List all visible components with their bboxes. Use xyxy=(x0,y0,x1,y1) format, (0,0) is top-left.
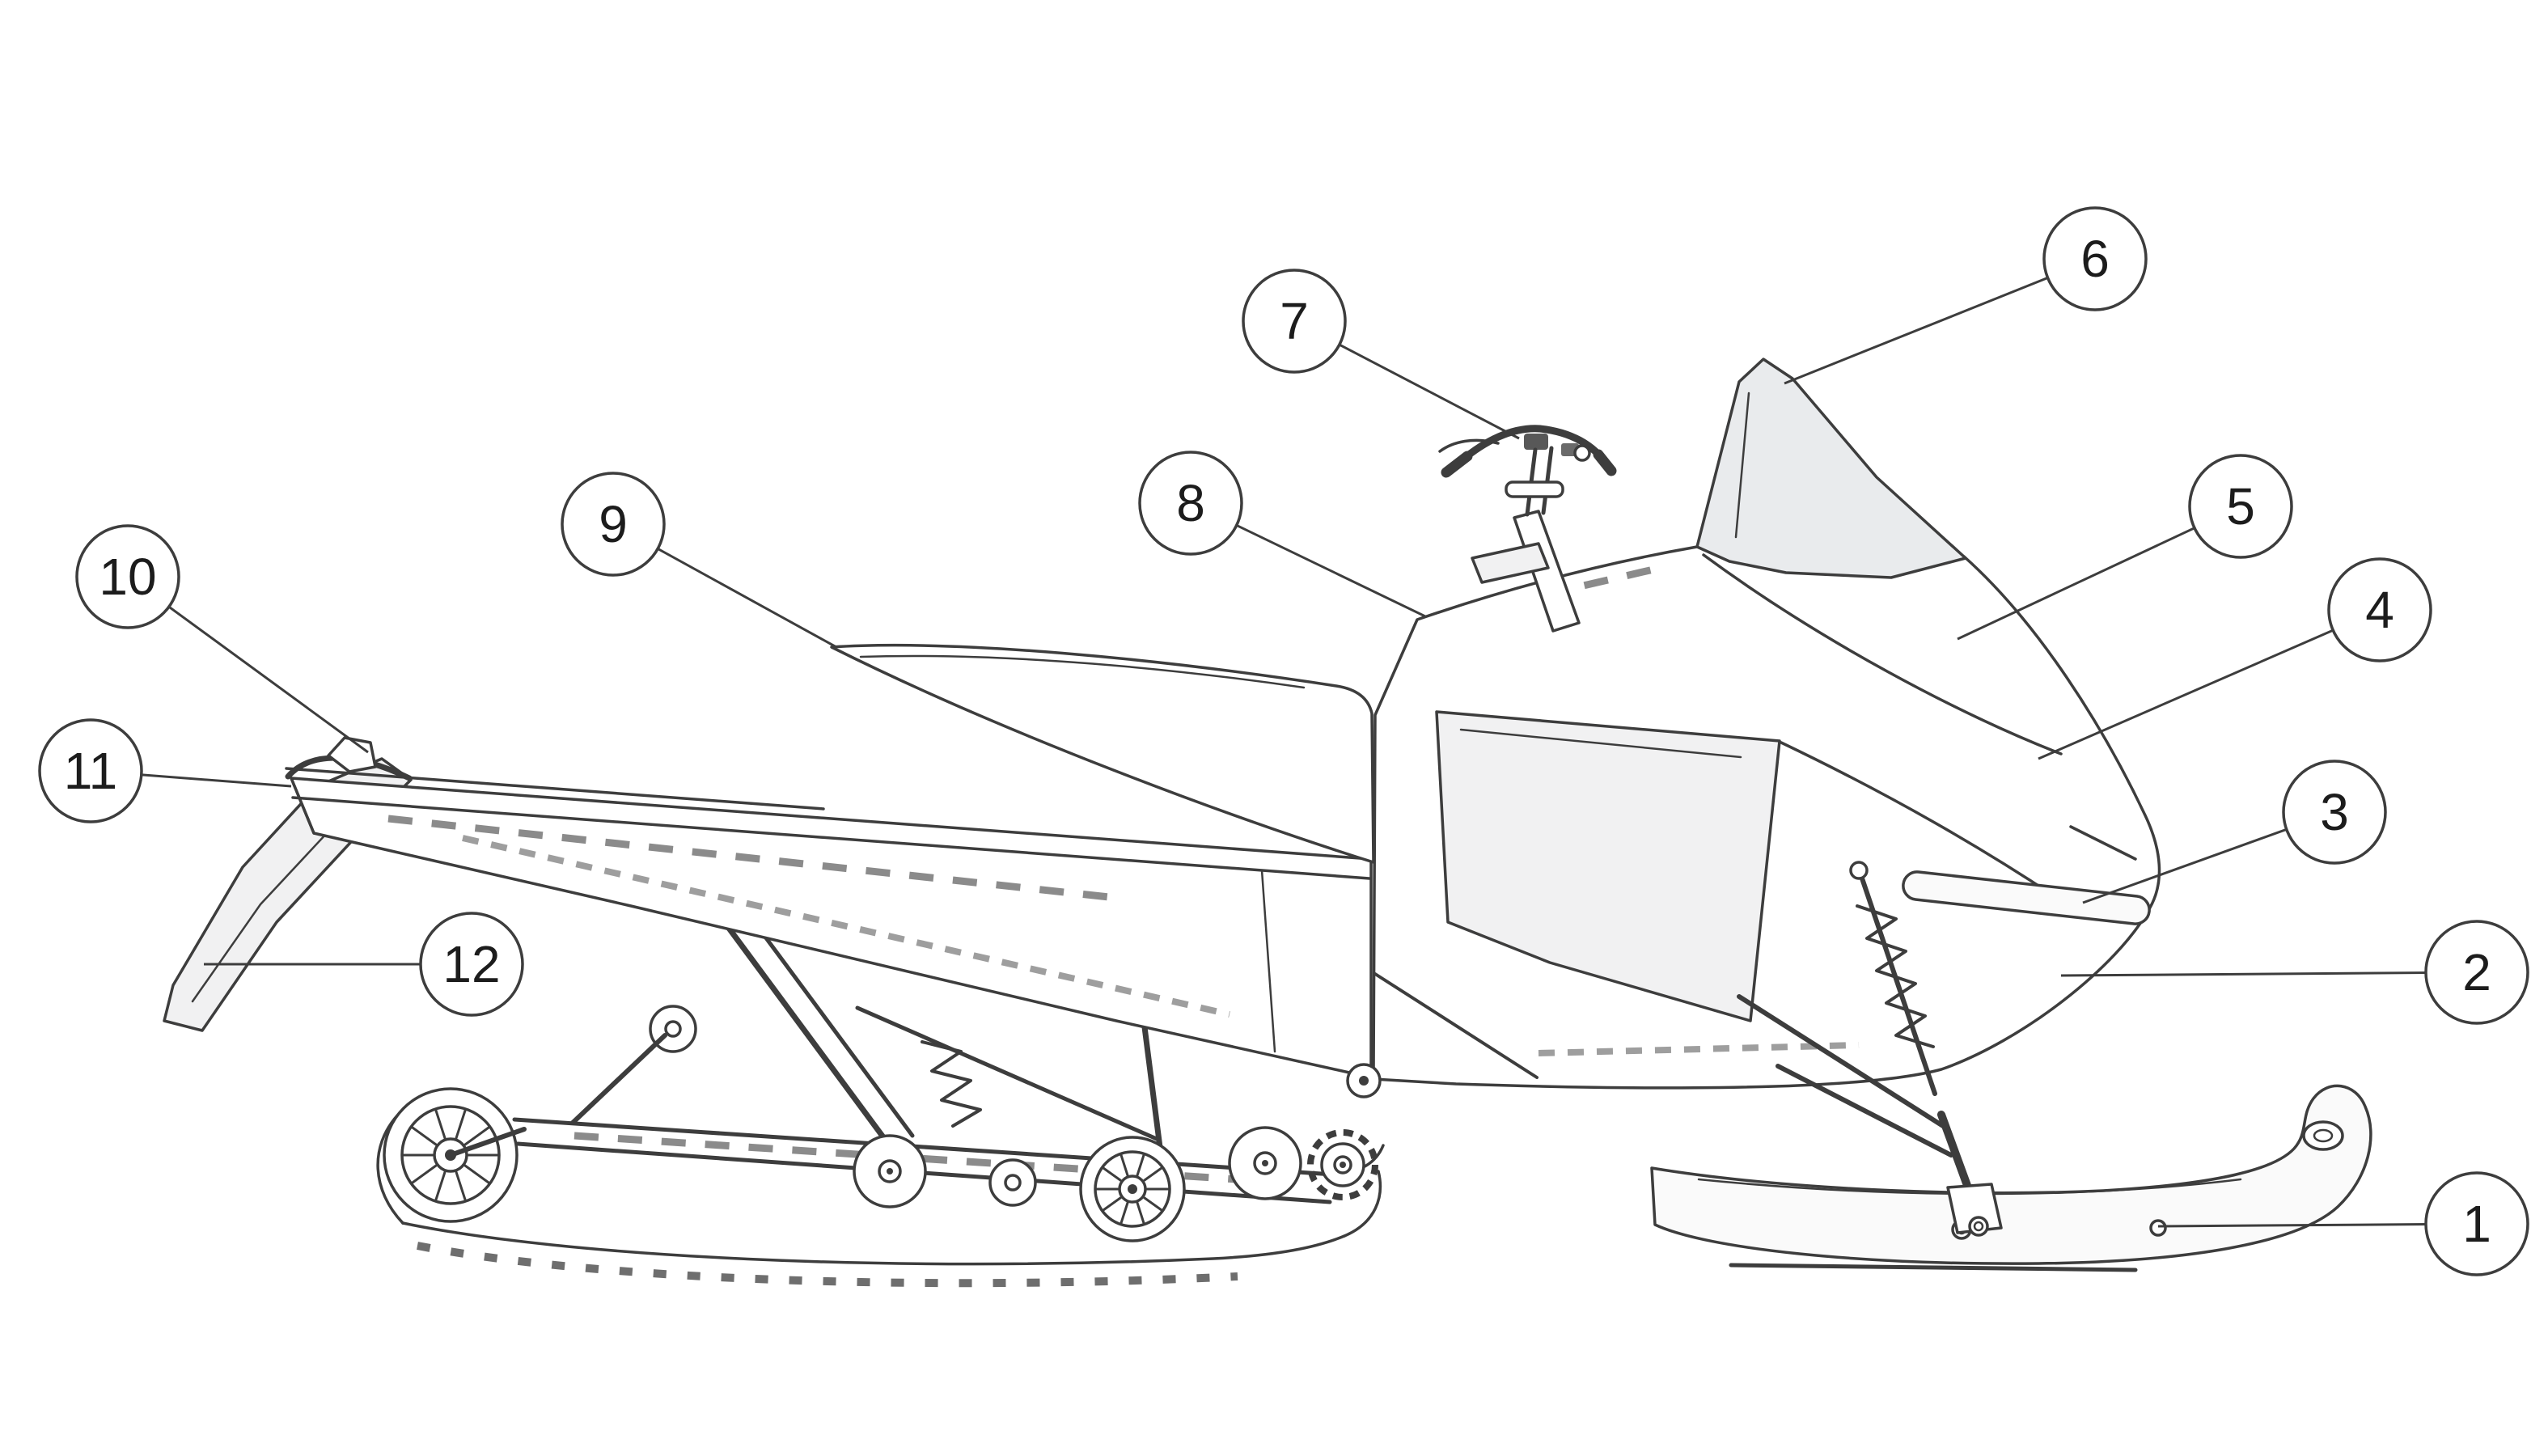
callout-4: 4 xyxy=(2327,557,2432,662)
brake-master-cylinder xyxy=(1524,434,1548,450)
callout-11: 11 xyxy=(38,718,143,823)
drivetrain-front xyxy=(1346,972,1539,1098)
front-bumper xyxy=(1902,870,2151,925)
callout-circle-12 xyxy=(419,912,524,1017)
callout-12: 12 xyxy=(419,912,524,1017)
leader-line-6 xyxy=(1784,257,2096,385)
callout-circle-5 xyxy=(2188,454,2293,559)
callout-circle-7 xyxy=(1242,269,1347,374)
callout-circle-3 xyxy=(2282,760,2387,865)
body-hood xyxy=(1372,545,2161,1090)
callout-circle-8 xyxy=(1138,451,1243,556)
callout-circle-1 xyxy=(2424,1171,2529,1276)
callout-number-1: 1 xyxy=(2462,1195,2491,1253)
callout-number-5: 5 xyxy=(2226,477,2255,535)
callout-circle-6 xyxy=(2042,206,2148,311)
callout-number-6: 6 xyxy=(2080,230,2110,288)
callout-circle-10 xyxy=(75,524,180,629)
callout-circle-11 xyxy=(38,718,143,823)
callout-circle-9 xyxy=(561,472,666,577)
leader-line-1 xyxy=(2157,1222,2478,1228)
callout-7: 7 xyxy=(1242,269,1347,374)
callout-10: 10 xyxy=(75,524,180,629)
leader-line-4 xyxy=(2038,608,2381,760)
callout-2: 2 xyxy=(2424,920,2529,1025)
callout-5: 5 xyxy=(2188,454,2293,559)
callout-number-12: 12 xyxy=(442,935,500,993)
callout-6: 6 xyxy=(2042,206,2148,311)
handlebar-assembly xyxy=(1438,425,1617,517)
tunnel xyxy=(285,767,1373,1079)
ski xyxy=(1650,1084,2372,1272)
track-and-rear-suspension xyxy=(376,921,1385,1288)
steering-and-gauges xyxy=(1471,510,1581,633)
front-suspension xyxy=(1737,861,2003,1237)
callout-9: 9 xyxy=(561,472,666,577)
callout-number-8: 8 xyxy=(1176,474,1205,532)
leader-line-2 xyxy=(2060,971,2478,977)
callout-number-10: 10 xyxy=(99,548,156,606)
callout-1: 1 xyxy=(2424,1171,2529,1276)
callout-number-11: 11 xyxy=(64,742,117,800)
callout-number-7: 7 xyxy=(1280,292,1309,350)
callout-number-4: 4 xyxy=(2365,581,2394,639)
callout-circle-2 xyxy=(2424,920,2529,1025)
seat xyxy=(830,643,1375,864)
windshield xyxy=(1695,358,1967,579)
callout-number-2: 2 xyxy=(2462,943,2491,1001)
callout-8: 8 xyxy=(1138,451,1243,556)
callout-circle-4 xyxy=(2327,557,2432,662)
callout-number-3: 3 xyxy=(2320,783,2349,841)
callout-3: 3 xyxy=(2282,760,2387,865)
callout-number-9: 9 xyxy=(599,495,628,553)
